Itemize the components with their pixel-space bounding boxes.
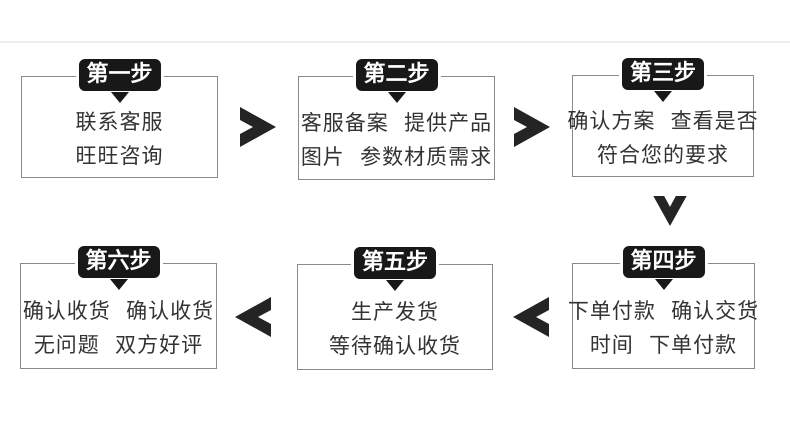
step-2-description: 客服备案 提供产品 图片 参数材质需求 [299, 77, 494, 179]
step-1-line-2: 旺旺咨询 [75, 144, 164, 168]
step-5-line-2: 等待确认收货 [329, 334, 461, 358]
step-4-description: 下单付款 确认交货 时间 下单付款 [568, 264, 758, 368]
step-3-description: 确认方案 查看是否 符合您的要求 [567, 76, 757, 176]
step-badge-3-label: 第三步 [629, 61, 697, 86]
step-2-line-1: 客服备案 提供产品 [300, 111, 493, 135]
arrow-left-icon [235, 297, 271, 337]
step-box-5: 第五步 生产发货 等待确认收货 [297, 244, 493, 370]
step-box-4: 第四步 下单付款 确认交货 时间 下单付款 [568, 243, 758, 369]
badge-pointer-icon [385, 280, 404, 291]
step-box-2: 第二步 客服备案 提供产品 图片 参数材质需求 [298, 56, 495, 180]
step-badge-5-label: 第五步 [361, 250, 429, 275]
badge-pointer-icon [109, 279, 128, 290]
badge-pointer-icon [653, 91, 672, 102]
arrow-down-icon [653, 196, 687, 226]
badge-pointer-icon [110, 92, 129, 103]
step-badge-1-label: 第一步 [86, 62, 153, 87]
step-6-description: 确认收货 确认收货 无问题 双方好评 [21, 264, 216, 368]
step-4-line-2: 时间 下单付款 [589, 333, 738, 357]
step-5-line-1: 生产发货 [351, 300, 439, 324]
step-badge-2-label: 第二步 [363, 62, 430, 87]
step-badge-4: 第四步 [619, 243, 708, 290]
step-6-line-2: 无问题 双方好评 [33, 333, 204, 357]
step-badge-6: 第六步 [74, 243, 163, 290]
arrow-left-icon [513, 297, 549, 337]
badge-pointer-icon [654, 279, 673, 290]
step-6-line-1: 确认收货 确认收货 [22, 299, 215, 323]
step-2-line-2: 图片 参数材质需求 [300, 145, 493, 169]
step-3-line-2: 符合您的要求 [597, 143, 729, 167]
step-badge-6-label: 第六步 [85, 249, 152, 274]
step-4-line-1: 下单付款 确认交货 [567, 299, 760, 323]
step-badge-4-label: 第四步 [630, 249, 697, 274]
step-5-description: 生产发货 等待确认收货 [298, 265, 492, 369]
step-badge-2: 第二步 [352, 56, 441, 103]
step-badge-5: 第五步 [350, 244, 440, 291]
step-badge-1: 第一步 [75, 56, 164, 103]
step-1-line-1: 联系客服 [75, 110, 164, 134]
step-box-6: 第六步 确认收货 确认收货 无问题 双方好评 [20, 243, 217, 369]
step-badge-3: 第三步 [618, 55, 708, 102]
step-box-3: 第三步 确认方案 查看是否 符合您的要求 [567, 55, 758, 177]
arrow-right-icon [240, 107, 276, 147]
step-1-description: 联系客服 旺旺咨询 [22, 77, 217, 177]
step-3-line-1: 确认方案 查看是否 [567, 109, 759, 133]
arrow-right-icon [514, 107, 550, 147]
step-box-1: 第一步 联系客服 旺旺咨询 [21, 56, 218, 178]
top-divider [0, 41, 790, 43]
badge-pointer-icon [387, 92, 406, 103]
